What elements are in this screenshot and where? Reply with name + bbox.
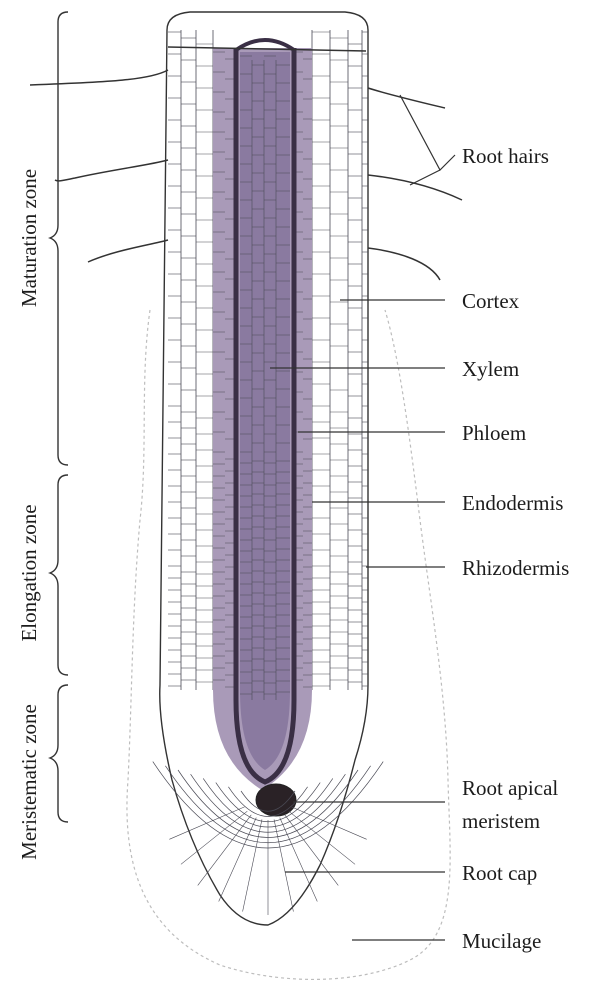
xylem-label: Xylem (462, 357, 519, 381)
root-apical-meristem-label-1: Root apical (462, 776, 558, 800)
mucilage-label: Mucilage (462, 929, 541, 953)
cortex-label: Cortex (462, 289, 520, 313)
xylem-tissue (240, 52, 290, 770)
meristematic-zone-brace (50, 685, 68, 822)
root-cap-label: Root cap (462, 861, 537, 885)
root-apical-meristem-core (256, 784, 296, 816)
maturation-zone-label: Maturation zone (17, 169, 41, 307)
phloem-label: Phloem (462, 421, 526, 445)
elongation-zone-label: Elongation zone (17, 504, 41, 641)
endodermis-label: Endodermis (462, 491, 563, 515)
meristematic-zone-label: Meristematic zone (17, 704, 41, 860)
root-apical-meristem-label-2: meristem (462, 809, 540, 833)
maturation-zone-brace (50, 12, 68, 465)
root-hairs-label: Root hairs (462, 144, 549, 168)
rhizodermis-label: Rhizodermis (462, 556, 569, 580)
elongation-zone-brace (50, 475, 68, 675)
